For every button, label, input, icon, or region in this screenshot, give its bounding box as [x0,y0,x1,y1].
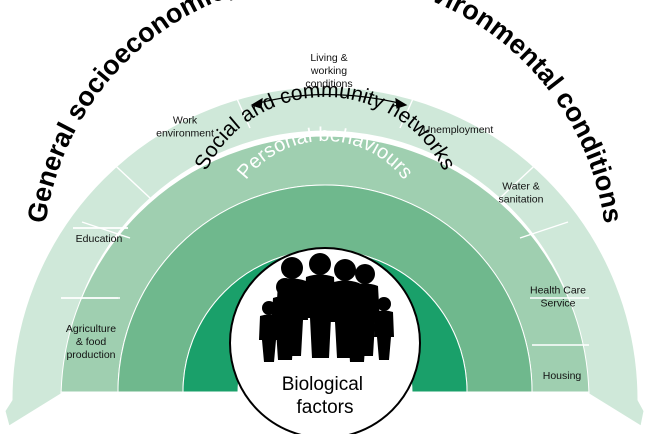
core-label: Biological factors [282,374,369,418]
segment-label-water: Water &sanitation [499,181,544,206]
people-silhouette-icon [259,253,394,362]
segment-label-education: Education [76,233,123,245]
segment-label-unemployment: Unemployment [423,124,494,136]
outer-band [4,86,645,427]
double-arrow-icon [250,93,408,109]
segment-label-housing: Housing [543,370,582,382]
segment-dividers [61,73,589,346]
